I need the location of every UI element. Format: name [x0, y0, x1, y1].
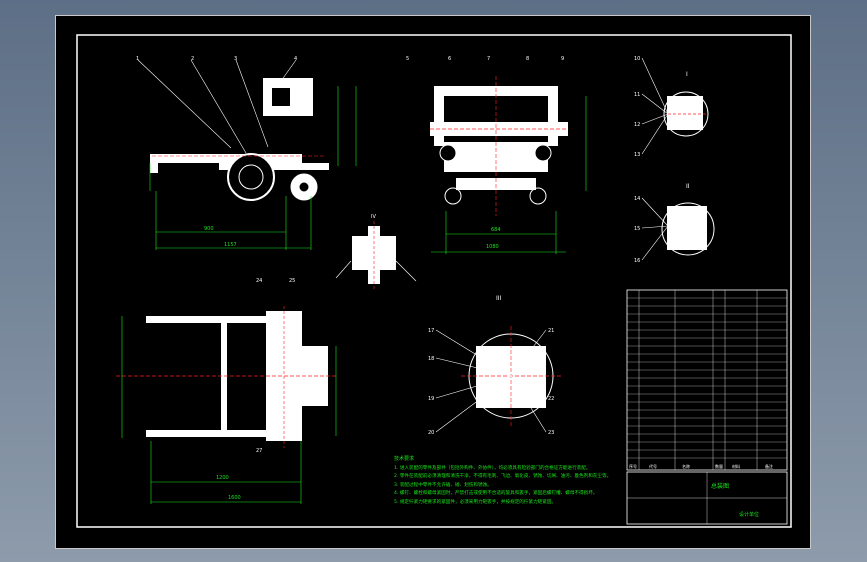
table-header: 序号 — [629, 463, 637, 469]
wheel — [444, 187, 462, 205]
cross-member — [221, 316, 227, 437]
technical-requirements: 技术要求 1. 进入装配的零件及部件（包括外购件、外协件），均必须具有检验部门的… — [394, 455, 664, 508]
leader-line — [641, 93, 669, 115]
part-number: 21 — [548, 328, 554, 334]
detail-circle — [663, 91, 709, 137]
part-number: 17 — [428, 328, 434, 334]
frame-beam — [150, 154, 302, 163]
section-label: II — [686, 183, 690, 190]
frame-beam — [219, 163, 329, 170]
part-number: 11 — [634, 92, 640, 98]
parts-list — [626, 289, 788, 471]
note-item: 5. 规定拧紧力矩要求的紧固件，必须采用力矩扳手，并按规定的拧紧力矩紧固。 — [394, 499, 557, 505]
wheel — [529, 187, 547, 205]
leader-line — [335, 260, 352, 279]
leader-line — [137, 59, 232, 149]
side-post — [434, 86, 444, 146]
part-number: 5 — [406, 56, 409, 62]
part-number: 22 — [548, 396, 554, 402]
table-header: 材料 — [732, 463, 740, 469]
section-label: I — [686, 71, 688, 78]
table-header: 数量 — [715, 463, 723, 469]
part-number: 20 — [428, 430, 434, 436]
part-number: 7 — [487, 56, 490, 62]
part-number: 15 — [634, 226, 640, 232]
part-number: 2 — [191, 56, 194, 62]
leader-line — [641, 113, 669, 155]
part-number: 13 — [634, 152, 640, 158]
leader-line — [235, 59, 269, 148]
side-post — [548, 86, 558, 146]
dimension-text: 1080 — [486, 244, 499, 250]
frame-beam — [150, 163, 158, 173]
part-number: 1 — [136, 56, 139, 62]
dimension-text: 900 — [204, 226, 214, 232]
wheel-hub — [238, 164, 264, 190]
note-item: 2. 零件在装配前必须清理和清洗干净，不得有毛刺、飞边、氧化皮、锈蚀、切屑、油污… — [394, 474, 612, 480]
leader-line — [510, 329, 547, 377]
leader-line — [435, 329, 512, 377]
detail-circle — [661, 202, 715, 256]
note-item: 3. 装配过程中零件不允许磕、碰、划伤和锈蚀。 — [394, 482, 492, 488]
part-number: 26 — [308, 350, 314, 356]
part-number: 12 — [634, 122, 640, 128]
part-number: 27 — [256, 448, 262, 454]
dimension-text: 684 — [491, 227, 501, 233]
dimension-text: 1600 — [228, 495, 241, 501]
leader-line — [641, 197, 669, 227]
section-label: III — [496, 295, 502, 302]
leader-line — [395, 260, 417, 282]
section-part — [368, 226, 380, 284]
part-number: 19 — [428, 396, 434, 402]
leader-line — [435, 357, 512, 377]
leader-line — [190, 59, 247, 154]
part-number: 6 — [448, 56, 451, 62]
dimension-text: 1200 — [216, 475, 229, 481]
drawing-name: 总装图 — [711, 482, 729, 490]
part-number: 9 — [561, 56, 564, 62]
school-name: 设计单位 — [739, 511, 759, 518]
table-header: 备注 — [765, 463, 773, 469]
leader-line — [641, 57, 669, 115]
leader-line — [641, 225, 669, 261]
leader-line — [641, 113, 669, 125]
table-header: 代号 — [649, 463, 657, 469]
part-number: 10 — [634, 56, 640, 62]
detail-part — [667, 206, 707, 250]
note-item: 1. 进入装配的零件及部件（包括外购件、外协件），均必须具有检验部门的合格证方能… — [394, 465, 591, 471]
part-number: 14 — [634, 196, 640, 202]
part-number: 3 — [234, 56, 237, 62]
part-number: 24 — [256, 278, 262, 284]
table-header: 名称 — [682, 463, 690, 469]
wheel — [439, 144, 457, 162]
leader-line — [435, 375, 512, 433]
leader-line — [510, 375, 547, 433]
drive-wheel — [227, 153, 275, 201]
part-number: 25 — [289, 278, 295, 284]
part-number: 23 — [548, 430, 554, 436]
leader-line — [280, 59, 297, 82]
leader-line — [641, 225, 669, 229]
part-number: 16 — [634, 258, 640, 264]
section-label: IV — [371, 214, 376, 220]
leader-line — [435, 375, 512, 399]
detail-part — [667, 96, 703, 130]
drawing-frame — [76, 34, 792, 528]
rear-wheel-hub — [298, 181, 310, 193]
part-number: 4 — [294, 56, 297, 62]
hopper-window — [272, 88, 290, 106]
part-number: 8 — [526, 56, 529, 62]
note-item: 4. 螺钉、螺栓和螺母紧固时，严禁打击或使用不合适的旋具和扳手，紧固后螺钉槽、螺… — [394, 491, 598, 497]
wheel — [534, 144, 552, 162]
part-number: 18 — [428, 356, 434, 362]
notes-title: 技术要求 — [394, 456, 415, 462]
leader-line — [510, 375, 547, 399]
dimension-text: 1157 — [224, 242, 237, 248]
